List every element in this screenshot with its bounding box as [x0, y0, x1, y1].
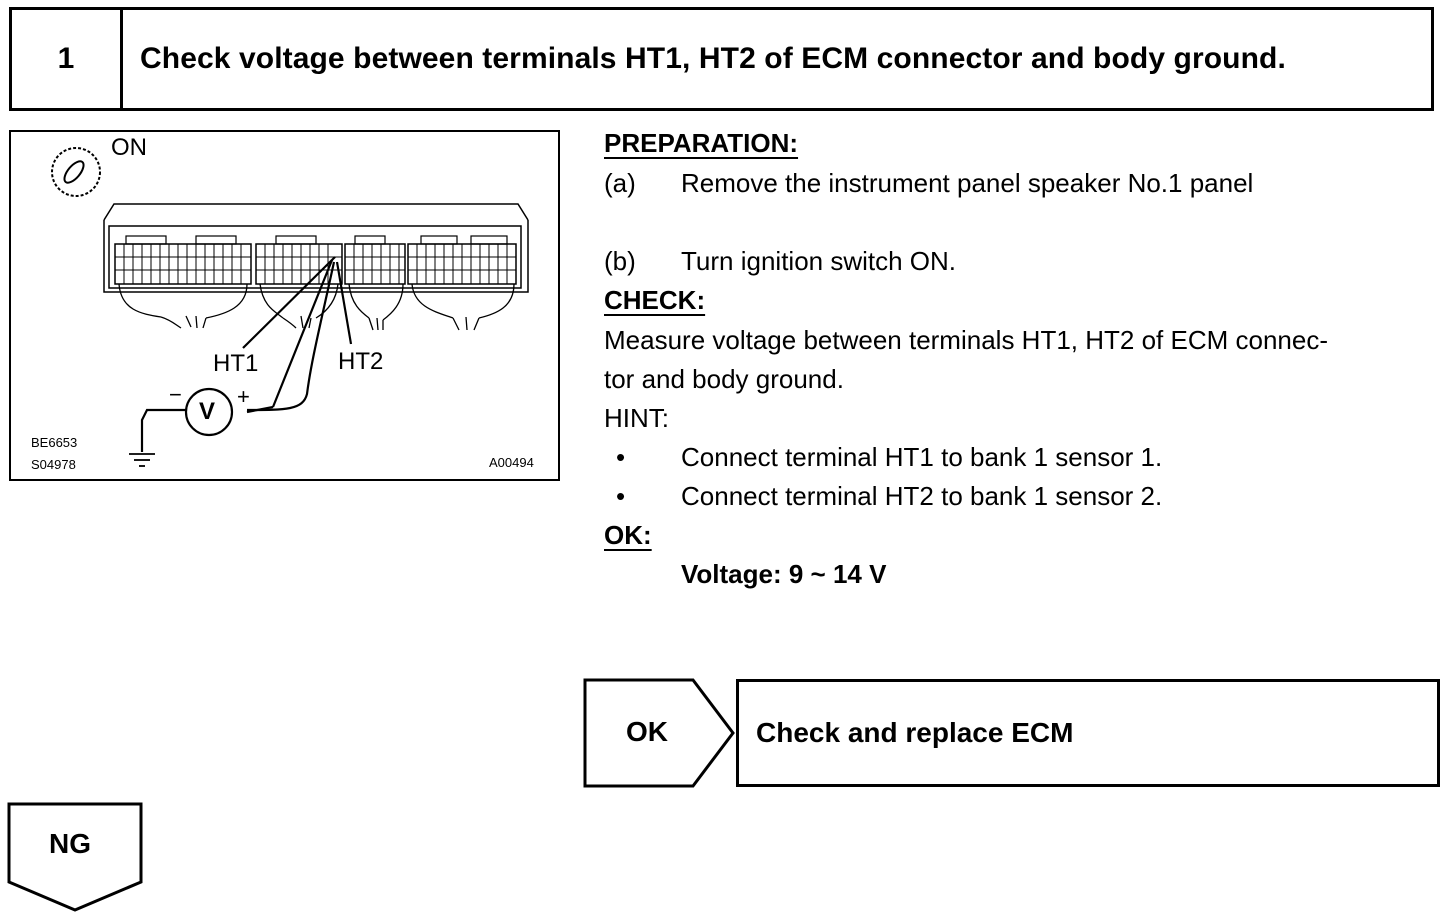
preparation-step-a: (a) Remove the instrument panel speaker N…: [604, 168, 1253, 199]
bullet: •: [616, 442, 626, 472]
ok-result-box: Check and replace ECM: [736, 679, 1440, 787]
preparation-heading: PREPARATION:: [604, 128, 799, 158]
ng-arrow-icon: [7, 802, 143, 912]
connector-block-1: [114, 235, 252, 285]
ok-flow-label: OK: [626, 716, 668, 747]
ecm-connector-diagram: [51, 147, 529, 467]
step-text: Turn ignition switch ON.: [681, 246, 957, 276]
connector-block-3: [344, 235, 406, 285]
minus-sign: −: [169, 382, 182, 407]
ok-heading: OK:: [604, 520, 652, 550]
figure-code-3: A00494: [489, 455, 534, 470]
terminal-ht1-label: HT1: [213, 350, 259, 377]
ground-icon: [129, 453, 155, 467]
connector-block-2: [255, 235, 343, 285]
connector-block-4: [407, 235, 517, 285]
ignition-switch-icon: [51, 147, 101, 197]
voltage-spec: Voltage: 9 ~ 14 V: [681, 559, 887, 589]
probe-leads: [242, 256, 353, 414]
switch-label: ON: [111, 134, 147, 161]
ng-flow-label: NG: [49, 828, 91, 859]
check-heading: CHECK:: [604, 285, 706, 315]
bullet-text: Connect terminal HT2 to bank 1 sensor 2.: [681, 481, 1163, 511]
ecm-housing: [103, 203, 529, 293]
figure-code-2: S04978: [31, 457, 76, 472]
ok-spec: Voltage: 9 ~ 14 V: [604, 559, 886, 590]
connector-figure: ON HT1 HT2 V − + BE6653 S04978 A00494: [9, 130, 560, 481]
step-title: Check voltage between terminals HT1, HT2…: [140, 42, 1286, 75]
wire-harness: [118, 283, 515, 331]
terminal-ht2-label: HT2: [338, 348, 384, 375]
voltmeter-symbol: V: [199, 398, 216, 425]
step-label: (a): [604, 168, 636, 198]
hint-bullet-1: • Connect terminal HT1 to bank 1 sensor 1…: [604, 442, 1162, 473]
hint-label: HINT:: [604, 403, 669, 433]
bullet: •: [616, 481, 626, 511]
check-line-2: tor and body ground.: [604, 364, 844, 394]
figure-code-1: BE6653: [31, 435, 78, 450]
step-label: (b): [604, 246, 636, 276]
ok-arrow-icon: [583, 678, 735, 788]
check-line-1: Measure voltage between terminals HT1, H…: [604, 325, 1328, 355]
step-text: Remove the instrument panel speaker No.1…: [681, 168, 1254, 198]
preparation-step-b: (b) Turn ignition switch ON.: [604, 246, 956, 277]
bullet-text: Connect terminal HT1 to bank 1 sensor 1.: [681, 442, 1163, 472]
plus-sign: +: [237, 384, 250, 409]
voltmeter-icon: [140, 387, 234, 452]
step-number: 1: [12, 10, 123, 108]
step-header: 1 Check voltage between terminals HT1, H…: [9, 7, 1434, 111]
hint-bullet-2: • Connect terminal HT2 to bank 1 sensor 2…: [604, 481, 1162, 512]
